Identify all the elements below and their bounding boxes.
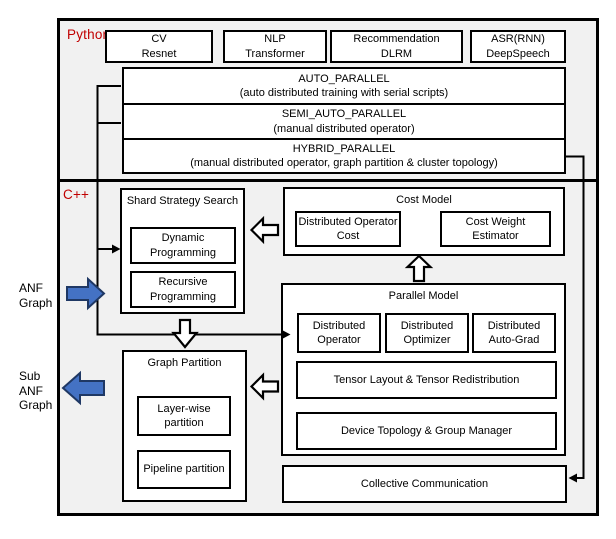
distributed-auto-grad-box: Distributed Auto-Grad <box>472 313 556 353</box>
app-box-line1: CV <box>151 33 167 46</box>
mode-subtitle: (manual distributed operator, graph part… <box>190 157 498 169</box>
app-box-nlp-transformer: NLP Transformer <box>223 30 327 63</box>
pipeline-partition-box: Pipeline partition <box>137 450 231 489</box>
app-box-recommendation-dlrm: Recommendation DLRM <box>330 30 463 63</box>
distributed-optimizer-label: Distributed Optimizer <box>400 319 454 346</box>
anf-graph-label: ANF Graph <box>19 281 53 310</box>
tensor-layout-redistribution-box: Tensor Layout & Tensor Redistribution <box>296 361 557 399</box>
distributed-operator-label: Distributed Operator <box>312 319 366 346</box>
cost-weight-estimator-label: Cost Weight Estimator <box>465 215 526 242</box>
cost-model-title: Cost Model <box>396 194 452 206</box>
layer-wise-partition-box: Layer-wise partition <box>137 396 231 436</box>
mode-row-semi-auto-parallel: SEMI_AUTO_PARALLEL (manual distributed o… <box>122 102 566 141</box>
mode-row-auto-parallel: AUTO_PARALLEL (auto distributed training… <box>122 67 566 105</box>
collective-communication-box: Collective Communication <box>282 465 567 503</box>
distributed-operator-cost-box: Distributed Operator Cost <box>295 211 401 247</box>
app-box-line1: ASR(RNN) <box>491 33 545 46</box>
distributed-optimizer-box: Distributed Optimizer <box>385 313 469 353</box>
device-topology-group-manager-box: Device Topology & Group Manager <box>296 412 557 450</box>
shard-strategy-title: Shard Strategy Search <box>126 195 239 207</box>
layer-wise-partition-label: Layer-wise partition <box>157 402 211 429</box>
python-section-label: Python <box>67 27 111 42</box>
parallel-model-title: Parallel Model <box>388 290 459 302</box>
mode-row-hybrid-parallel: HYBRID_PARALLEL (manual distributed oper… <box>122 138 566 174</box>
pipeline-partition-label: Pipeline partition <box>143 463 225 476</box>
app-box-line1: Recommendation <box>353 33 440 46</box>
graph-partition-title: Graph Partition <box>147 357 222 369</box>
collective-communication-label: Collective Communication <box>360 477 489 490</box>
mode-title: HYBRID_PARALLEL <box>292 142 396 155</box>
cost-weight-estimator-box: Cost Weight Estimator <box>440 211 551 247</box>
sub-anf-graph-label: Sub ANF Graph <box>19 369 53 413</box>
python-cpp-divider <box>57 179 599 182</box>
mode-title: SEMI_AUTO_PARALLEL <box>281 108 407 121</box>
app-box-line2: Transformer <box>245 47 305 60</box>
mode-title: AUTO_PARALLEL <box>298 72 390 85</box>
dynamic-programming-label: Dynamic Programming <box>149 232 217 259</box>
distributed-operator-box: Distributed Operator <box>297 313 381 353</box>
app-box-line2: DeepSpeech <box>486 47 550 60</box>
app-box-line1: NLP <box>264 33 286 46</box>
distributed-auto-grad-label: Distributed Auto-Grad <box>487 319 541 346</box>
mode-subtitle: (manual distributed operator) <box>273 122 415 135</box>
device-topology-group-manager-label: Device Topology & Group Manager <box>340 424 512 437</box>
app-box-cv-resnet: CV Resnet <box>105 30 213 63</box>
dynamic-programming-box: Dynamic Programming <box>130 227 236 264</box>
tensor-layout-redistribution-label: Tensor Layout & Tensor Redistribution <box>333 373 520 386</box>
recursive-programming-box: Recursive Programming <box>130 271 236 308</box>
app-box-line2: DLRM <box>380 47 413 60</box>
recursive-programming-label: Recursive Programming <box>149 276 217 303</box>
distributed-operator-cost-label: Distributed Operator Cost <box>298 215 398 242</box>
app-box-asr-deepspeech: ASR(RNN) DeepSpeech <box>470 30 566 63</box>
cpp-section-label: C++ <box>63 187 90 202</box>
app-box-line2: Resnet <box>141 47 177 60</box>
mode-subtitle: (auto distributed training with serial s… <box>239 87 449 99</box>
